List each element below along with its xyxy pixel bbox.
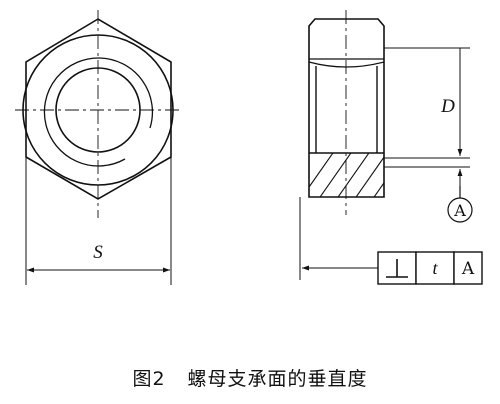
datum-a-label: A [453,201,466,220]
fcf-cell-tolerance [415,251,455,285]
nut-side-view [308,10,385,215]
datum-a-symbol [447,186,473,223]
figure-caption: 图2 螺母支承面的垂直度 [0,364,500,391]
bore-circle [55,67,141,153]
fcf-cell-datum [453,251,483,285]
thread-major-circle [43,57,154,167]
feature-leader [299,197,378,280]
nut-top-view [15,10,183,218]
hexagon-outline [25,18,172,200]
figure-number: 图2 [132,368,166,390]
label-d: D [440,96,455,117]
fcf-tolerance-text: t [432,258,438,278]
figure-title: 螺母支承面的垂直度 [187,368,368,390]
label-s: S [93,242,103,263]
fcf-datum-text: A [461,259,475,279]
side-view-outline [308,18,385,198]
depth-dimension [384,47,470,186]
section-hatching [309,153,384,197]
face-arc-upper [308,61,385,68]
chamfer-circle [22,34,174,186]
perpendicularity-icon [386,259,408,278]
width-across-flats-dimension [25,157,172,285]
